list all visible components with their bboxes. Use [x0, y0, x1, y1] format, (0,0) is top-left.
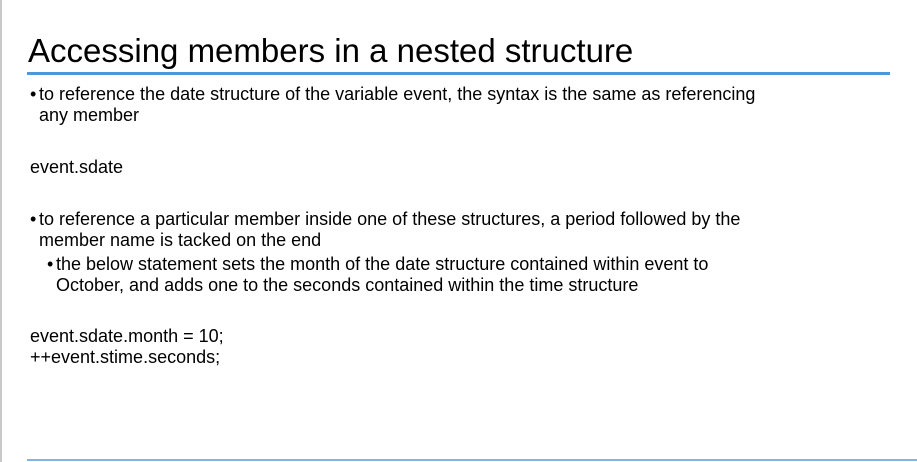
code-2-line-2: ++event.stime.seconds; [30, 347, 221, 367]
title-underline [27, 72, 890, 75]
sub-bullet-line-1: the below statement sets the month of th… [56, 254, 709, 274]
sub-bullet-item: • the below statement sets the month of … [47, 254, 708, 296]
sub-bullet-marker: • [47, 254, 54, 274]
slide-title: Accessing members in a nested structure [28, 32, 634, 69]
bullet-2-line-2: member name is tacked on the end [39, 230, 322, 250]
slide-left-border [0, 0, 2, 462]
bullet-2-line-1: to reference a particular member inside … [39, 209, 741, 229]
code-example-1: event.sdate [30, 157, 124, 177]
bullet-marker: • [30, 84, 37, 104]
code-2-line-1: event.sdate.month = 10; [30, 326, 224, 346]
bullet-1-line-1: to reference the date structure of the v… [39, 84, 756, 104]
bullet-1-line-2: any member [39, 105, 140, 125]
sub-bullet-line-2: October, and adds one to the seconds con… [56, 275, 639, 295]
code-example-2: event.sdate.month = 10; ++event.stime.se… [30, 326, 224, 368]
bullet-marker: • [30, 209, 37, 229]
bullet-item-1: • to reference the date structure of the… [30, 84, 755, 126]
bullet-item-2: • to reference a particular member insid… [30, 209, 740, 251]
slide-bottom-rule [27, 459, 917, 461]
